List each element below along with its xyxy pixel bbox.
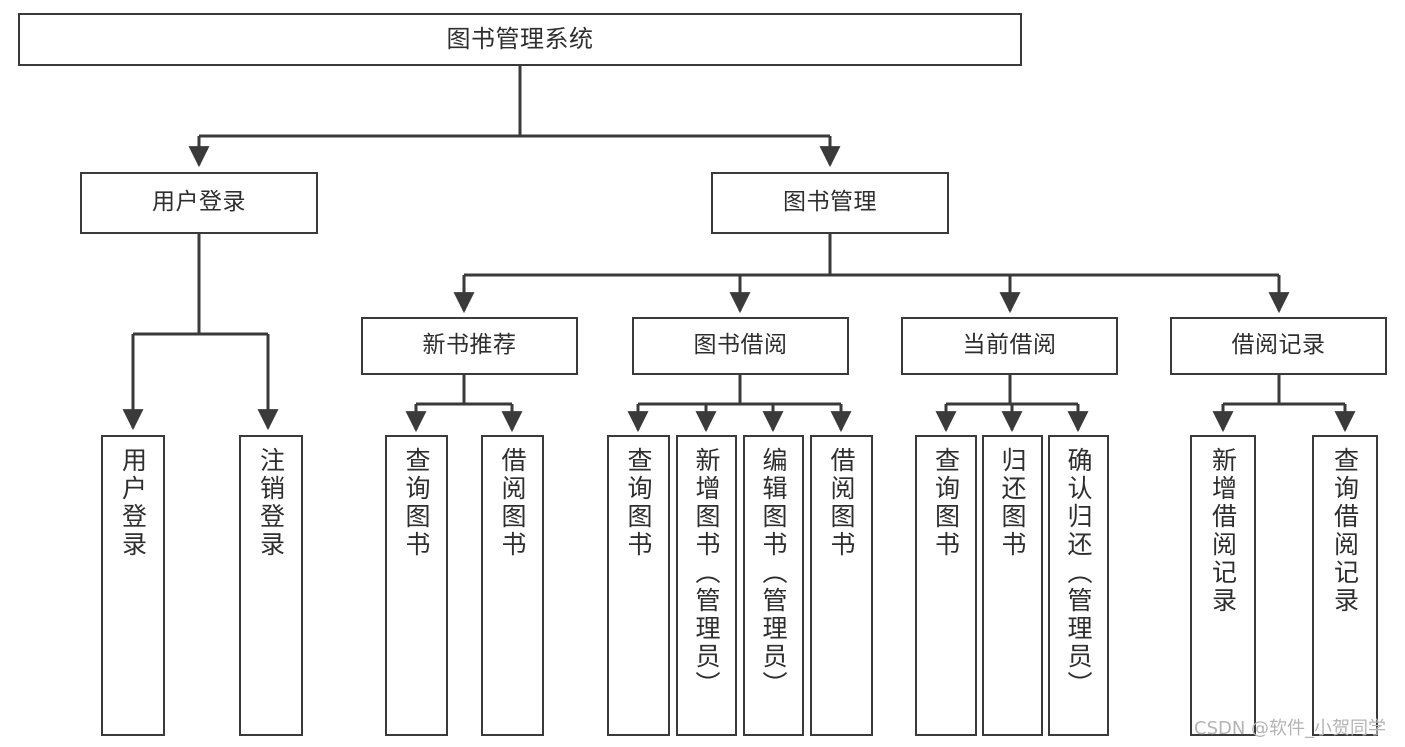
node-book-manage[interactable]: 图书管理 — [711, 172, 949, 234]
node-book-borrow-label: 图书借阅 — [693, 332, 788, 359]
node-user-login-label: 用户登录 — [152, 189, 246, 216]
leaf-add-book-label: 新增图书（管理员） — [692, 447, 721, 699]
leaf-query-record[interactable]: 查询借阅记录 — [1312, 435, 1378, 736]
leaf-confirm-return-label: 确认归还（管理员） — [1064, 447, 1093, 699]
leaf-query-book-2-label: 查询图书 — [624, 447, 653, 559]
leaf-query-book-1[interactable]: 查询图书 — [385, 435, 448, 736]
node-current-borrow-label: 当前借阅 — [962, 332, 1057, 359]
node-new-book-recommend-label: 新书推荐 — [422, 332, 517, 359]
leaf-logout-label: 注销登录 — [256, 447, 286, 559]
leaf-query-book-3[interactable]: 查询图书 — [915, 435, 977, 736]
leaf-return-book-label: 归还图书 — [998, 447, 1027, 559]
leaf-query-book-1-label: 查询图书 — [402, 447, 431, 559]
leaf-query-book-2[interactable]: 查询图书 — [607, 435, 670, 736]
leaf-borrow-book-1-label: 借阅图书 — [498, 447, 527, 559]
node-borrow-record-label: 借阅记录 — [1231, 332, 1326, 359]
leaf-borrow-book-2[interactable]: 借阅图书 — [810, 435, 873, 736]
leaf-edit-book[interactable]: 编辑图书（管理员） — [743, 435, 804, 736]
node-current-borrow[interactable]: 当前借阅 — [901, 317, 1118, 375]
leaf-return-book[interactable]: 归还图书 — [982, 435, 1043, 736]
leaf-query-record-label: 查询借阅记录 — [1330, 447, 1360, 615]
watermark: CSDN @软件_小贺同学 — [1194, 718, 1387, 739]
leaf-borrow-book-2-label: 借阅图书 — [827, 447, 856, 559]
node-root[interactable]: 图书管理系统 — [18, 13, 1022, 66]
node-user-login[interactable]: 用户登录 — [80, 172, 318, 234]
leaf-borrow-book-1[interactable]: 借阅图书 — [481, 435, 544, 736]
leaf-query-book-3-label: 查询图书 — [931, 447, 961, 559]
leaf-add-record[interactable]: 新增借阅记录 — [1190, 435, 1256, 736]
leaf-edit-book-label: 编辑图书（管理员） — [759, 447, 788, 699]
leaf-user-login[interactable]: 用户登录 — [101, 435, 165, 736]
node-book-manage-label: 图书管理 — [783, 189, 877, 216]
node-book-borrow[interactable]: 图书借阅 — [632, 317, 849, 375]
node-root-label: 图书管理系统 — [446, 25, 594, 54]
leaf-user-login-label: 用户登录 — [118, 447, 148, 559]
node-borrow-record[interactable]: 借阅记录 — [1170, 317, 1387, 375]
leaf-add-record-label: 新增借阅记录 — [1208, 447, 1238, 615]
node-new-book-recommend[interactable]: 新书推荐 — [361, 317, 578, 375]
leaf-logout[interactable]: 注销登录 — [239, 435, 303, 736]
leaf-add-book[interactable]: 新增图书（管理员） — [676, 435, 737, 736]
leaf-confirm-return[interactable]: 确认归还（管理员） — [1048, 435, 1109, 736]
